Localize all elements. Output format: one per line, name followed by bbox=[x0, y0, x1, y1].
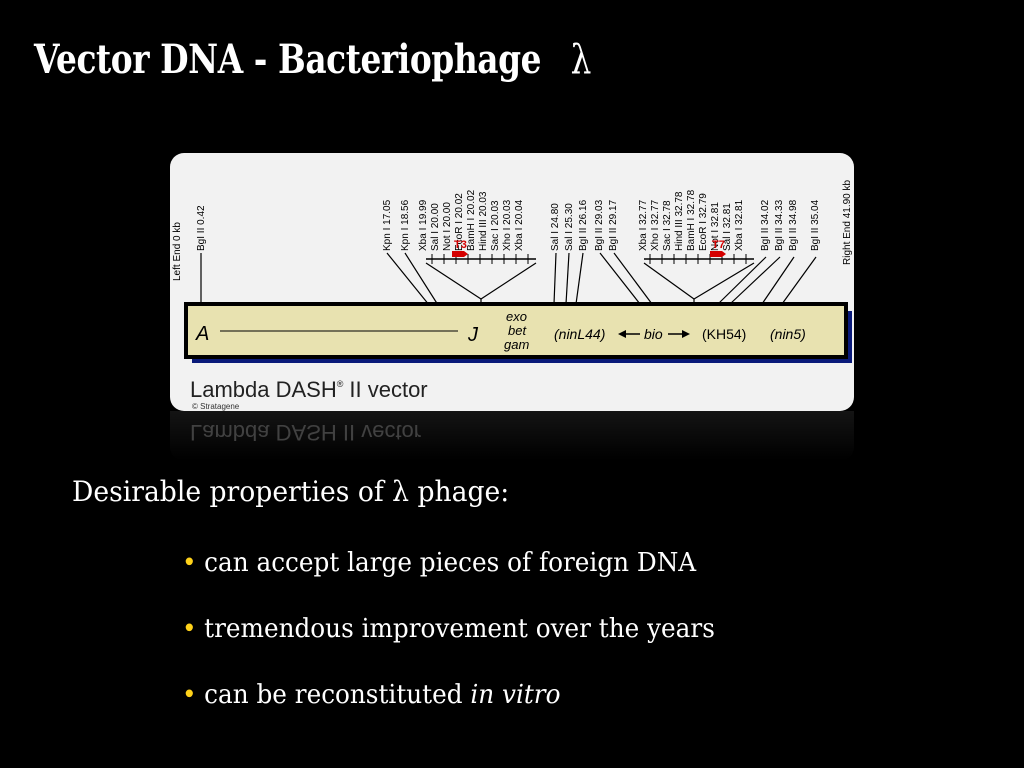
site-label: Xba I 32.81 bbox=[734, 199, 745, 251]
site-label: Sal I 24.80 bbox=[550, 203, 561, 251]
leader-line bbox=[599, 252, 641, 305]
lambda-dash-vector-map: BgI II 0.42 Kpn I 17.05 Kpn I 18.56 Xba I 1… bbox=[170, 153, 854, 411]
properties-list: •can accept large pieces of foreign DNA … bbox=[182, 548, 743, 746]
bullet-text: can be reconstituted bbox=[204, 680, 471, 710]
promoter-t3: T3 bbox=[454, 239, 467, 251]
copyright-note: © Stratagene bbox=[192, 402, 240, 411]
site-label: Kpn I 18.56 bbox=[400, 199, 411, 251]
leader-line bbox=[693, 262, 755, 300]
site-label: BgI II 29.03 bbox=[594, 199, 605, 251]
site-label: Xba I 19.99 bbox=[418, 199, 429, 251]
site-label: Sal I 25.30 bbox=[564, 203, 575, 251]
site-label: BgI II 35.04 bbox=[810, 199, 821, 251]
figure-reflection: Lambda DASH II vector bbox=[170, 411, 854, 461]
leader-line bbox=[613, 252, 653, 305]
vector-caption: Lambda DASH® II vector bbox=[190, 377, 428, 402]
polylinker-clusters: T3 T7 bbox=[426, 239, 754, 264]
promoter-t7: T7 bbox=[712, 239, 725, 251]
leader-line bbox=[425, 262, 482, 300]
leader-line bbox=[553, 252, 557, 305]
site-label: Hind III 20.03 bbox=[478, 191, 489, 251]
gene-exo: exo bbox=[506, 309, 527, 324]
restriction-sites: BgI II 0.42 Kpn I 17.05 Kpn I 18.56 Xba I 1… bbox=[196, 189, 821, 251]
slide-title: Vector DNA - Bacteriophage λ bbox=[34, 36, 591, 83]
bullet-dot: • bbox=[182, 680, 197, 710]
gene-a: A bbox=[195, 323, 209, 345]
leader-line bbox=[729, 256, 781, 305]
leader-line bbox=[565, 252, 570, 305]
site-label: BgI II 34.33 bbox=[774, 199, 785, 251]
caption-mark: ® bbox=[337, 379, 344, 389]
site-label: Xho I 20.03 bbox=[502, 199, 513, 251]
site-label: EcoR I 32.79 bbox=[698, 193, 709, 251]
gene-ninl44: (ninL44) bbox=[554, 326, 605, 342]
leader-line bbox=[480, 262, 537, 300]
bullet-text: can accept large pieces of foreign DNA bbox=[204, 548, 697, 578]
site-label: EcoR I 20.02 bbox=[454, 193, 465, 251]
bullet-dot: • bbox=[182, 548, 197, 578]
site-label: BamH I 20.02 bbox=[466, 189, 477, 251]
site-label: Sal I 20.00 bbox=[430, 203, 441, 251]
leader-line bbox=[643, 262, 695, 300]
site-label: Sac I 20.03 bbox=[490, 200, 501, 251]
gene-kh54: (KH54) bbox=[702, 326, 746, 342]
caption-text: Lambda DASH bbox=[190, 377, 337, 402]
site-label: Xho I 32.77 bbox=[650, 199, 661, 251]
bullet-text: tremendous improvement over the years bbox=[204, 614, 715, 644]
bullet-item: •can be reconstituted in vitro bbox=[182, 680, 715, 746]
right-end-label: Right End 41.90 kb bbox=[842, 180, 853, 265]
lambda-symbol: λ bbox=[570, 37, 592, 83]
site-label: Sac I 32.78 bbox=[662, 200, 673, 251]
left-end-label: Left End 0 kb bbox=[172, 222, 183, 281]
title-text: Vector DNA - Bacteriophage bbox=[34, 36, 542, 83]
caption-suffix: II vector bbox=[349, 377, 427, 402]
bullet-item: •tremendous improvement over the years bbox=[182, 614, 715, 680]
promoter-arrow bbox=[710, 251, 726, 257]
site-label: BgI II 0.42 bbox=[196, 205, 207, 251]
gene-bio: bio bbox=[644, 326, 663, 342]
bio-arrowhead-left bbox=[618, 330, 626, 338]
map-panel bbox=[170, 153, 854, 411]
site-label: BgI II 26.16 bbox=[578, 199, 589, 251]
leader-line bbox=[575, 252, 584, 305]
site-label: BgI II 34.02 bbox=[760, 199, 771, 251]
properties-heading: Desirable properties of λ phage: bbox=[72, 475, 510, 508]
site-label: Kpn I 17.05 bbox=[382, 199, 393, 251]
site-label: Xba I 32.77 bbox=[638, 199, 649, 251]
site-label: Sal I 32.81 bbox=[722, 203, 733, 251]
site-label: Xba I 20.04 bbox=[514, 199, 525, 251]
bio-arrowhead-right bbox=[682, 330, 690, 338]
reflection-caption: Lambda DASH II vector bbox=[190, 420, 422, 445]
bullet-emphasis: in vitro bbox=[470, 680, 561, 710]
gene-j: J bbox=[467, 324, 479, 346]
site-label: Hind III 32.78 bbox=[674, 191, 685, 251]
gene-bet: bet bbox=[508, 323, 527, 338]
leader-line bbox=[717, 256, 767, 305]
leader-line bbox=[761, 256, 795, 305]
site-label: BamH I 32.78 bbox=[686, 189, 697, 251]
site-label: BgI II 29.17 bbox=[608, 199, 619, 251]
site-label: BgI II 34.98 bbox=[788, 199, 799, 251]
promoter-arrow bbox=[452, 251, 468, 257]
bullet-dot: • bbox=[182, 614, 197, 644]
bullet-item: •can accept large pieces of foreign DNA bbox=[182, 548, 715, 614]
leader-line bbox=[781, 256, 817, 305]
gene-nin5: (nin5) bbox=[770, 326, 806, 342]
site-label: Not I 32.81 bbox=[710, 202, 721, 251]
gene-gam: gam bbox=[504, 337, 529, 352]
site-label: Not I 20.00 bbox=[442, 202, 453, 251]
